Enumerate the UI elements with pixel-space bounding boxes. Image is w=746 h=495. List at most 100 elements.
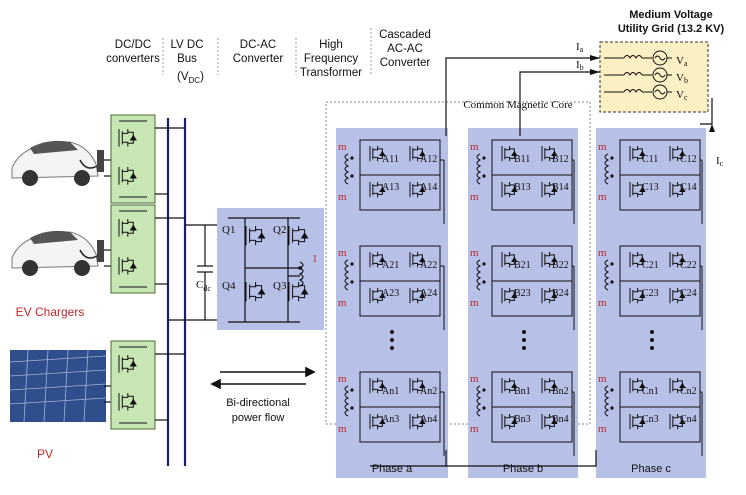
switch-icon — [118, 393, 137, 411]
switch-icon — [409, 414, 426, 430]
switch-icon — [541, 252, 558, 268]
header-cascaded-line2: AC-AC — [387, 43, 423, 55]
header-dcac-line2: Converter — [233, 53, 284, 65]
winding-m-label: m — [598, 297, 607, 309]
current-arrow-c — [709, 124, 715, 132]
switch-icon — [245, 226, 266, 246]
switch-icon — [629, 378, 646, 394]
winding-m-label: m — [598, 423, 607, 435]
switch-icon — [118, 355, 137, 373]
switch-icon — [669, 288, 686, 304]
current-b-sub: b — [580, 63, 584, 72]
switch-label: Cn1 — [642, 386, 659, 397]
switch-label: B21 — [514, 260, 531, 271]
grid-phase-source — [604, 67, 672, 83]
switch-icon — [409, 182, 426, 198]
vdc-open: (V — [177, 71, 189, 83]
winding-m-label: m — [598, 141, 607, 153]
switch-icon — [669, 146, 686, 162]
grid-box — [599, 41, 709, 113]
switch-icon — [669, 378, 686, 394]
voltage-c-sub: c — [684, 93, 688, 102]
switch-icon — [369, 182, 386, 198]
switch-label: An1 — [382, 386, 399, 397]
dc-link — [168, 224, 220, 321]
switch-label: C23 — [642, 288, 659, 299]
header-grid-line1: Medium Voltage — [629, 9, 713, 21]
voltage-a-sub: a — [684, 59, 688, 68]
switch-label: A11 — [382, 154, 399, 165]
winding-m-label: m — [338, 247, 347, 259]
magnetic-core-outline — [325, 101, 591, 425]
switch-icon — [629, 182, 646, 198]
ellipsis-dot — [522, 330, 526, 334]
header-hft-line1: High — [319, 39, 343, 51]
magnetic-core-label: Common Magnetic Core — [463, 99, 572, 111]
switch-q4-label: Q4 — [222, 280, 236, 292]
switch-icon — [501, 378, 518, 394]
flow-label-line2: power flow — [232, 412, 285, 424]
ellipsis-dot — [650, 346, 654, 350]
dcdc-converter-block — [110, 204, 156, 294]
switch-icon — [541, 414, 558, 430]
switch-q2-label: Q2 — [273, 224, 286, 236]
dcac-converter: Q1 Q2 Q4 Q3 1 — [217, 208, 324, 330]
dcdc-converter-block — [110, 340, 156, 430]
ellipsis-dot — [390, 338, 394, 342]
winding-m-label: m — [338, 423, 347, 435]
winding-m-label: m — [470, 423, 479, 435]
current-c-sub: c — [720, 159, 724, 168]
winding-m-label: m — [470, 191, 479, 203]
switch-icon — [409, 146, 426, 162]
winding-m-label: m — [598, 247, 607, 259]
ellipsis-dot — [522, 338, 526, 342]
switch-icon — [501, 182, 518, 198]
switch-label: An2 — [420, 386, 437, 397]
header-dcdc-line1: DC/DC — [115, 39, 151, 51]
dcdc-converters — [110, 114, 156, 430]
lv-dc-bus — [155, 118, 187, 466]
ellipsis-dot — [522, 346, 526, 350]
pv-label: PV — [37, 447, 53, 461]
switch-icon — [118, 167, 137, 185]
switch-icon — [669, 414, 686, 430]
voltage-vc-label: Vc — [676, 89, 688, 102]
header-lvdc-line2: Bus — [177, 53, 197, 65]
switch-icon — [409, 252, 426, 268]
switch-label: A21 — [382, 260, 399, 271]
switch-label: A23 — [382, 288, 399, 299]
winding-m-label: m — [470, 141, 479, 153]
vdc-close: ) — [200, 71, 204, 83]
header-vdc: (VDC) — [177, 71, 204, 85]
winding-m-label: m — [598, 191, 607, 203]
header-dcdc-line2: converters — [106, 53, 160, 65]
switch-icon — [369, 146, 386, 162]
winding-m-label: m — [338, 297, 347, 309]
switch-label: C13 — [642, 182, 659, 193]
switch-icon — [369, 378, 386, 394]
switch-label: Cn4 — [680, 414, 697, 425]
switch-icon — [501, 288, 518, 304]
winding-m-label: m — [338, 373, 347, 385]
header-lvdc-line1: LV DC — [170, 39, 203, 51]
switch-label: B11 — [514, 154, 530, 165]
dc-cap-c: C — [196, 279, 203, 291]
phase-panel — [596, 128, 706, 478]
switch-icon — [629, 252, 646, 268]
switch-label: Bn4 — [552, 414, 569, 425]
switch-icon — [629, 146, 646, 162]
header-labels: DC/DC converters LV DC Bus (VDC) DC-AC C… — [106, 9, 724, 85]
switch-label: C24 — [680, 288, 697, 299]
current-arrow-b — [590, 69, 600, 75]
switch-icon — [369, 414, 386, 430]
flow-label-line1: Bi-directional — [226, 397, 290, 409]
switch-label: B23 — [514, 288, 531, 299]
